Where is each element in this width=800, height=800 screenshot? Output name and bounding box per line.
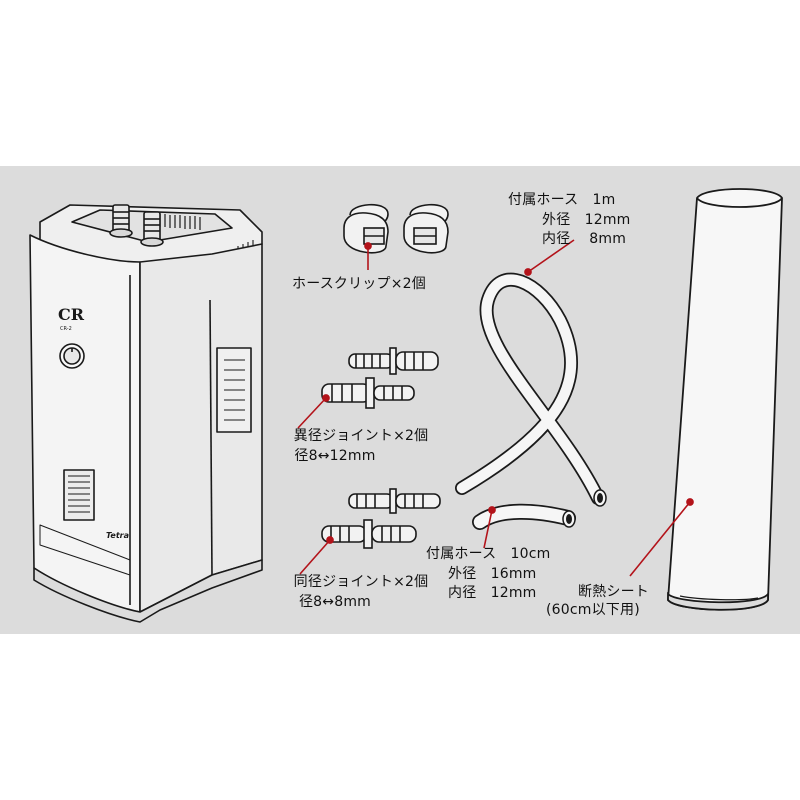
hose-10cm — [472, 503, 576, 530]
hose-10cm-inner: 内径 12mm — [448, 585, 537, 601]
insulation-label: 断熱シート — [578, 584, 649, 600]
hose-1m-inner: 内径 8mm — [542, 231, 627, 247]
same-joint-1 — [348, 488, 441, 514]
reducer-joint-size: 径8↔12mm — [294, 448, 376, 464]
hose-nozzles — [109, 204, 164, 247]
hose-1m-label: 付属ホース 1m — [508, 192, 616, 208]
callout-lines — [297, 239, 694, 577]
hose-clip-2 — [403, 203, 449, 254]
hose-1m — [455, 272, 607, 507]
hose-clip-label: ホースクリップ×2個 — [292, 276, 426, 292]
product-logo: CR — [58, 305, 85, 324]
hose-10cm-outer: 外径 16mm — [448, 566, 537, 582]
insulation-note: (60cm以下用) — [546, 602, 640, 618]
same-joint-size: 径8↔8mm — [298, 594, 372, 610]
hose-1m-outer: 外径 12mm — [542, 212, 631, 228]
same-joint-label: 同径ジョイント×2個 — [293, 574, 429, 590]
reducer-joint-label: 異径ジョイント×2個 — [293, 428, 429, 444]
reducer-joint-1 — [348, 347, 439, 375]
hose-clip-1 — [343, 203, 389, 254]
hose-10cm-label: 付属ホース 10cm — [426, 546, 551, 562]
reducer-joint-2 — [321, 377, 415, 409]
brand-logo: Tetra — [106, 531, 129, 540]
same-joint-2 — [321, 519, 417, 549]
product-model: CR-2 — [60, 326, 72, 332]
insulation-sheet — [667, 188, 783, 611]
filter-unit — [29, 204, 263, 623]
